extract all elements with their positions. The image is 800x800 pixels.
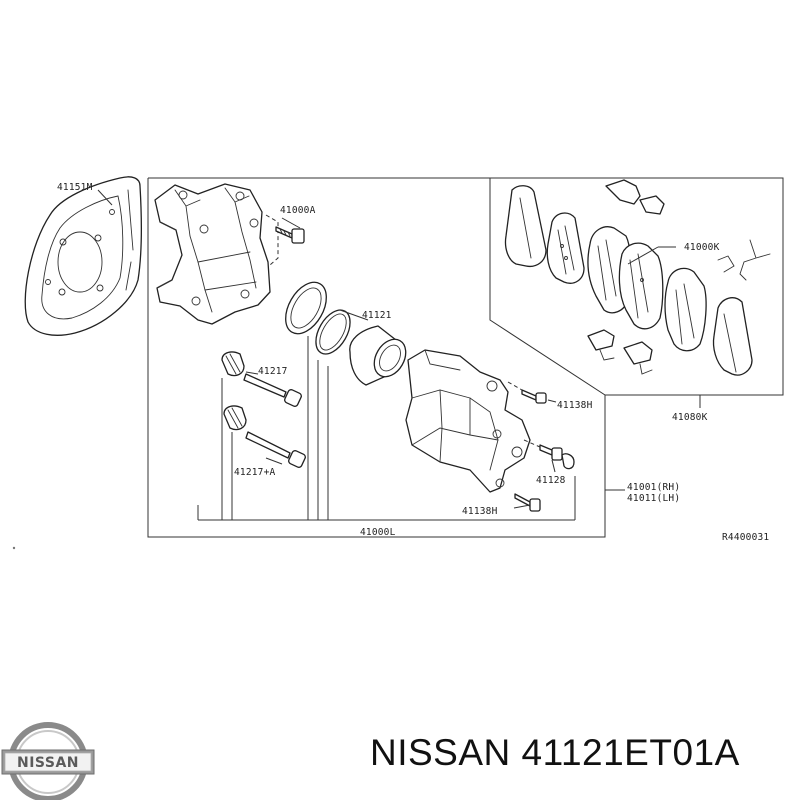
pin-lower-leader-line [265, 457, 283, 465]
label-pad-assy: 41080K [672, 412, 708, 423]
reference-code: R4400031 [722, 532, 769, 543]
brake-pads-part [504, 179, 771, 376]
bleeder-lower-leader-line [513, 504, 531, 509]
caliper-bracket-part [154, 183, 271, 325]
label-bleeder-lower: 41138H [462, 506, 498, 517]
label-caliper-assy: 41000L [360, 527, 396, 538]
pad-kit-leader-line [627, 246, 659, 265]
pad-kit-frame [490, 177, 784, 396]
label-cap: 41128 [536, 475, 566, 486]
stray-dot [12, 546, 16, 550]
dust-shield-part [24, 176, 142, 336]
bleeder-cap-part [539, 444, 575, 470]
bleeder-lower-part [514, 493, 541, 512]
guide-pin-upper-part [221, 351, 302, 407]
part-number-title: NISSAN 41121ET01A [370, 732, 740, 773]
cap-dash [523, 439, 541, 448]
bleeder-upper-dash [507, 381, 523, 391]
label-pin-upper: 41217 [258, 366, 288, 377]
label-caliper-rh: 41001(RH) [627, 482, 680, 493]
guide-pin-lower-part [223, 405, 306, 468]
nissan-logo: NISSAN [1, 722, 95, 800]
caliper-assy-bracket [197, 336, 576, 521]
piston-part [349, 325, 407, 386]
caliper-housing-part [405, 349, 531, 493]
label-pin-lower: 41217+A [234, 467, 276, 478]
cap-leader-line [551, 459, 556, 473]
label-shield: 41151M [57, 182, 93, 193]
label-pad-kit: 41000K [684, 242, 720, 253]
pin-upper-leader-line [245, 371, 259, 375]
bracket-dash-line [265, 214, 279, 266]
label-caliper-lh: 41011(LH) [627, 493, 680, 504]
bleeder-upper-leader-line [547, 399, 557, 403]
label-bolt: 41000A [280, 205, 316, 216]
bolt-leader-line [281, 217, 301, 229]
bracket-bolt-part [275, 226, 305, 244]
shield-leader-line [97, 189, 113, 206]
bleeder-upper-part [521, 389, 547, 404]
seal-leader-line [339, 309, 369, 321]
svg-text:NISSAN: NISSAN [17, 755, 79, 771]
piston-seal-rings [285, 281, 351, 355]
label-bleeder-upper: 41138H [557, 400, 593, 411]
label-seal: 41121 [362, 310, 392, 321]
